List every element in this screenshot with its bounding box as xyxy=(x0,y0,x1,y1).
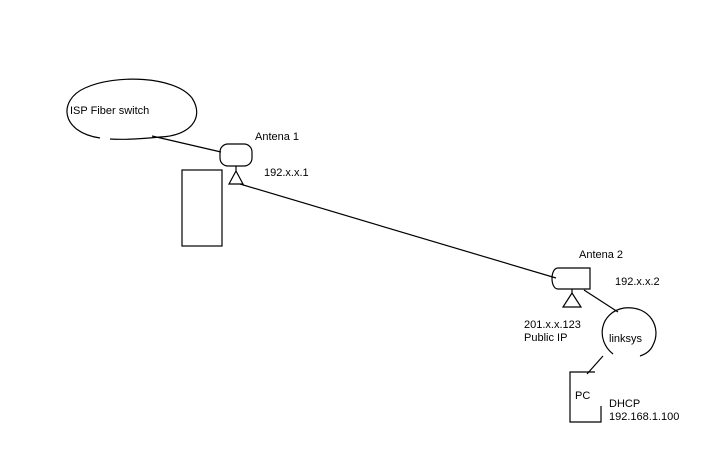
antenna1-label: Antena 1 xyxy=(255,131,299,143)
public-ip-address-label: 201.x.x.123 xyxy=(524,319,581,331)
antenna1-ip-label: 192.x.x.1 xyxy=(264,167,309,179)
antenna2-icon xyxy=(551,267,591,308)
tower-rectangle xyxy=(181,169,223,247)
antenna2-label: Antena 2 xyxy=(579,249,623,261)
isp-fiber-switch-cloud xyxy=(66,78,198,140)
router-to-pc-link xyxy=(586,355,604,375)
dhcp-address-label: 192.168.1.100 xyxy=(609,411,679,423)
router-label: linksys xyxy=(609,333,643,345)
isp-label: ISP Fiber switch xyxy=(70,105,149,117)
pc-label: PC xyxy=(575,390,590,402)
wireless-link xyxy=(239,183,557,279)
antenna2-to-router-link xyxy=(583,289,619,313)
isp-to-antenna1-link xyxy=(151,135,222,153)
public-ip-label: Public IP xyxy=(524,332,567,344)
antenna2-ip-label: 192.x.x.2 xyxy=(615,276,660,288)
pc-box xyxy=(569,371,602,423)
antenna1-icon xyxy=(219,143,253,185)
dhcp-label: DHCP xyxy=(609,398,640,410)
linksys-router xyxy=(601,307,657,357)
